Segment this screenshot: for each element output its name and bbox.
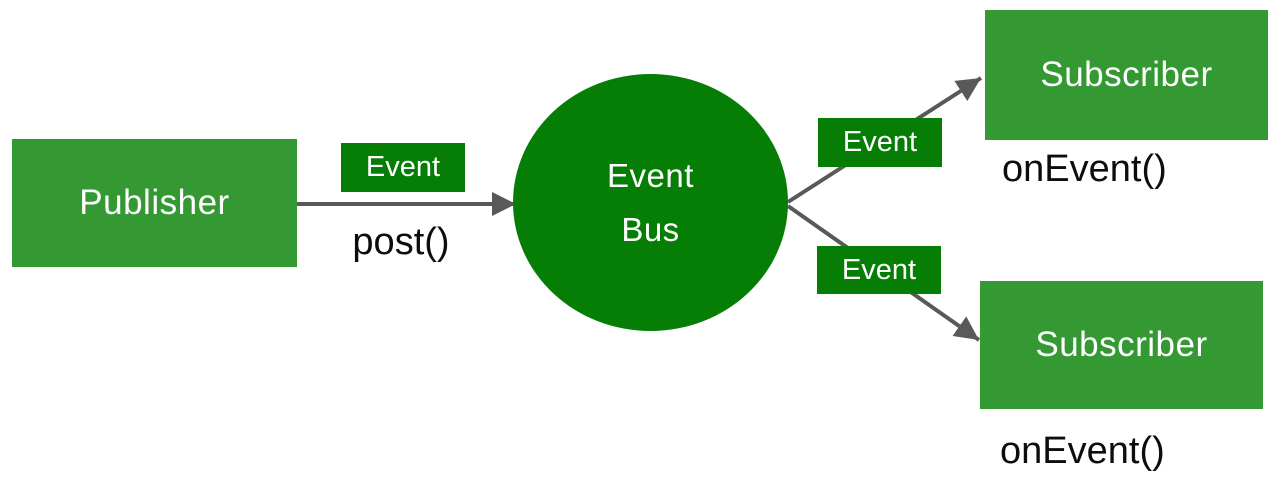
event-badge-label: Event	[841, 253, 917, 286]
post-method-label: post()	[352, 221, 450, 263]
event-badge-label: Event	[842, 126, 918, 158]
event-badge-subscriber-1: Event	[818, 118, 942, 167]
subscriber-label: Subscriber	[1040, 55, 1213, 94]
subscriber-node-2: Subscriber	[980, 281, 1263, 409]
publisher-label: Publisher	[79, 183, 230, 222]
subscriber-node-1: Subscriber	[985, 10, 1268, 140]
publisher-node: Publisher	[12, 139, 297, 267]
event-bus-label-line1: Event	[607, 157, 694, 195]
event-badge-subscriber-2: Event	[817, 246, 941, 294]
event-bus-node: Event Bus	[513, 74, 788, 331]
event-badge-publisher: Event	[341, 143, 465, 192]
event-bus-label-line2: Bus	[621, 210, 680, 248]
subscriber-label: Subscriber	[1035, 325, 1208, 364]
event-badge-label: Event	[365, 151, 441, 183]
onevent-method-label-1: onEvent()	[1002, 148, 1167, 190]
onevent-method-label-2: onEvent()	[1000, 430, 1165, 472]
